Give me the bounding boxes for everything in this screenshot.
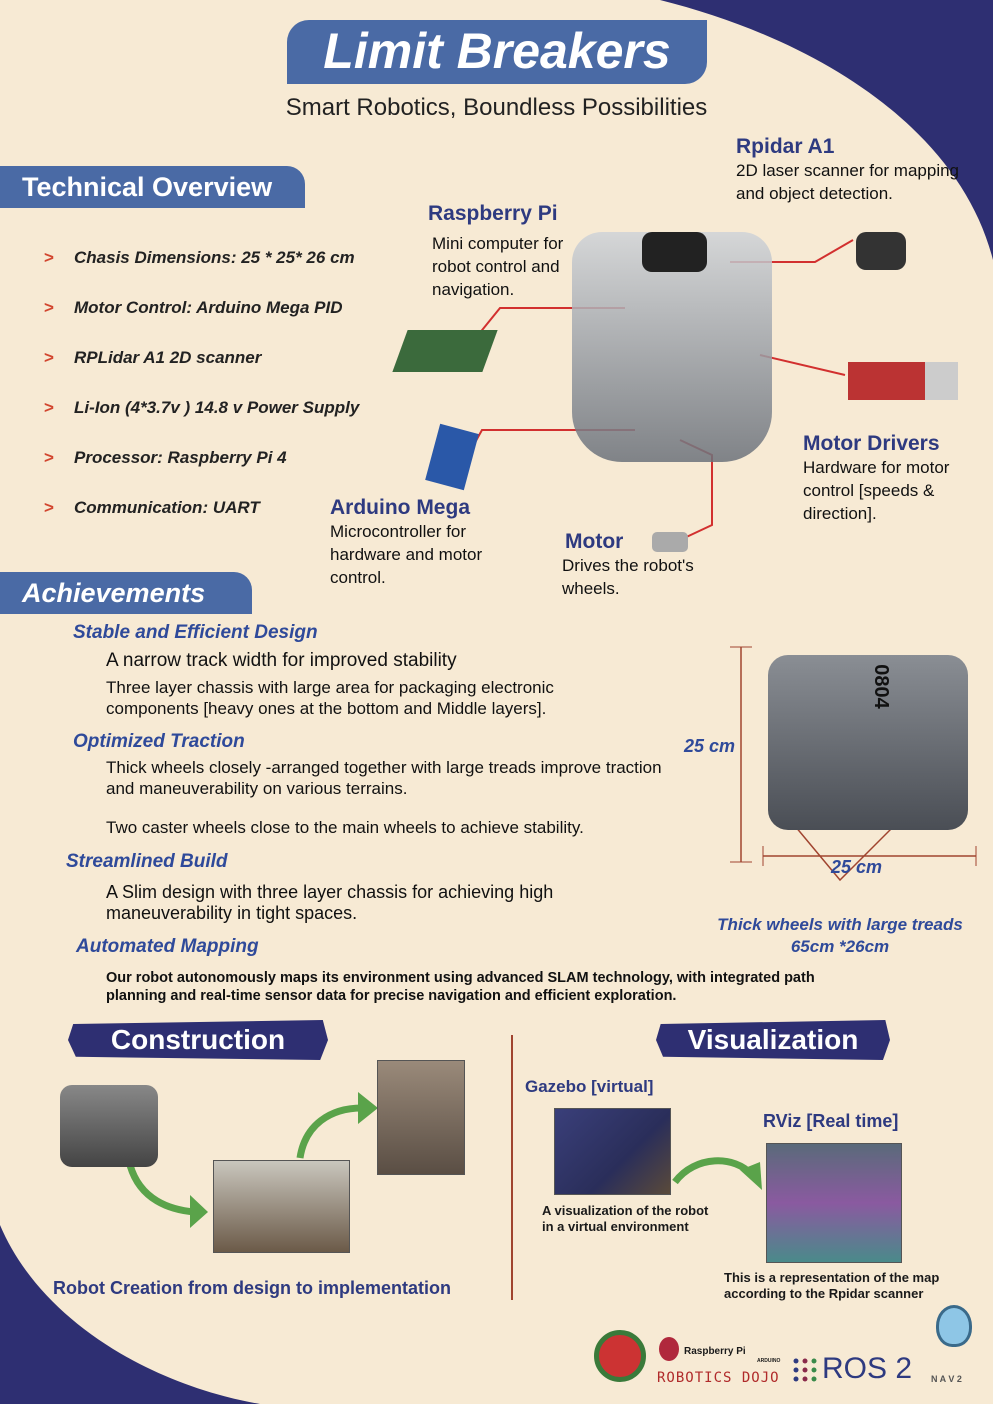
component-desc: Mini computer for robot control and navi…: [432, 234, 564, 299]
gazebo-screenshot: [554, 1108, 671, 1195]
width-dimension: 25 cm: [831, 857, 883, 877]
gazebo-caption: A visualization of the robot in a virtua…: [542, 1203, 709, 1234]
gazebo-title: Gazebo [virtual]: [525, 1077, 654, 1096]
nav2-logo-text: N A V 2: [931, 1374, 962, 1384]
wheel-size: 65cm *26cm: [790, 937, 890, 956]
spec-item: > Li-Ion (4*3.7v ) 14.8 v Power Supply: [44, 398, 359, 448]
component-desc: Hardware for motor control [speeds & dir…: [803, 458, 950, 523]
achievement-title: Optimized Traction: [73, 731, 245, 752]
spec-text: Chasis Dimensions: 25 * 25* 26 cm: [74, 248, 355, 267]
component-name: Raspberry Pi: [428, 202, 558, 225]
motor-image: [652, 532, 688, 552]
poster-subtitle: Smart Robotics, Boundless Possibilities: [285, 94, 708, 121]
component-rplidar: Rpidar A1 2D laser scanner for mapping a…: [736, 135, 981, 205]
component-name: Motor: [565, 530, 624, 553]
motor-drivers-image: [848, 362, 958, 400]
technical-overview-list: > Chasis Dimensions: 25 * 25* 26 cm > Moto…: [44, 248, 359, 548]
raspberry-pi-logo-icon: [659, 1337, 679, 1361]
spec-item: > Chasis Dimensions: 25 * 25* 26 cm: [44, 248, 359, 298]
robotics-dojo-logo: ROBOTICS DOJO: [657, 1370, 780, 1386]
ros2-logo: ROS 2: [822, 1352, 913, 1385]
construction-caption: Robot Creation from design to implementa…: [53, 1278, 452, 1298]
component-name: Arduino Mega: [330, 496, 470, 519]
component-desc: 2D laser scanner for mapping and object …: [736, 161, 960, 203]
spec-item: > Motor Control: Arduino Mega PID: [44, 298, 359, 348]
rviz-map-screenshot: [766, 1143, 902, 1263]
raspberry-pi-image: [392, 330, 498, 372]
visualization-heading: Visualization: [656, 1020, 890, 1060]
finished-robot-photo: [377, 1060, 465, 1175]
spec-text: Processor: Raspberry Pi 4: [74, 448, 287, 467]
chassis-model-image: 0804: [768, 655, 968, 830]
spec-text: Motor Control: Arduino Mega PID: [74, 298, 343, 317]
chevron-icon: >: [44, 498, 54, 517]
achievement-text: A Slim design with three layer chassis f…: [106, 882, 554, 923]
poster-title: Limit Breakers: [287, 20, 707, 84]
chevron-icon: >: [44, 248, 54, 267]
component-motor: Motor Drives the robot's wheels.: [562, 530, 722, 600]
spec-text: RPLidar A1 2D scanner: [74, 348, 262, 367]
construction-heading: Construction: [68, 1020, 328, 1060]
spec-item: > Communication: UART: [44, 498, 359, 548]
achievement-title: Stable and Efficient Design: [73, 622, 318, 643]
rviz-caption: This is a representation of the map acco…: [724, 1270, 940, 1301]
spec-item: > RPLidar A1 2D scanner: [44, 348, 359, 398]
achievement-title: Automated Mapping: [76, 936, 259, 957]
achievement-text: Two caster wheels close to the main whee…: [106, 818, 584, 837]
component-desc: Drives the robot's wheels.: [562, 556, 694, 598]
university-seal-logo: [594, 1330, 646, 1382]
arduino-logo: ARDUINO: [757, 1358, 781, 1364]
component-arduino-mega: Arduino Mega Microcontroller for hardwar…: [330, 496, 505, 589]
rviz-title: RViz [Real time]: [763, 1111, 899, 1131]
ros-dots-icon: [793, 1358, 817, 1382]
wheel-caption: Thick wheels with large treads: [717, 915, 963, 934]
component-name: Motor Drivers: [803, 432, 940, 455]
component-desc: Microcontroller for hardware and motor c…: [330, 522, 483, 587]
component-name: Rpidar A1: [736, 135, 835, 158]
spec-text: Li-Ion (4*3.7v ) 14.8 v Power Supply: [74, 398, 360, 417]
nav2-balloon-icon: [936, 1305, 972, 1347]
rplidar-image: [856, 232, 906, 270]
model-label: 0804: [869, 664, 892, 709]
achievement-text: Thick wheels closely -arranged together …: [106, 758, 662, 798]
lidar-on-robot: [642, 232, 707, 272]
chevron-icon: >: [44, 348, 54, 367]
chevron-icon: >: [44, 298, 54, 317]
assembly-photo: [213, 1160, 350, 1253]
chassis-design-image: [60, 1085, 158, 1167]
achievement-text: A narrow track width for improved stabil…: [106, 650, 457, 671]
raspberry-pi-logo-text: Raspberry Pi: [684, 1346, 746, 1357]
chevron-icon: >: [44, 398, 54, 417]
component-raspberry-pi: Raspberry Pi Mini computer for robot con…: [428, 202, 588, 301]
achievement-text: Our robot autonomously maps its environm…: [106, 970, 815, 1004]
height-dimension: 25 cm: [684, 736, 736, 756]
spec-text: Communication: UART: [74, 498, 260, 517]
component-motor-drivers: Motor Drivers Hardware for motor control…: [803, 432, 978, 525]
chevron-icon: >: [44, 448, 54, 467]
spec-item: > Processor: Raspberry Pi 4: [44, 448, 359, 498]
achievement-text: Three layer chassis with large area for …: [106, 678, 554, 718]
technical-overview-heading: Technical Overview: [0, 166, 305, 208]
achievements-heading: Achievements: [0, 572, 252, 614]
achievement-title: Streamlined Build: [66, 851, 228, 872]
